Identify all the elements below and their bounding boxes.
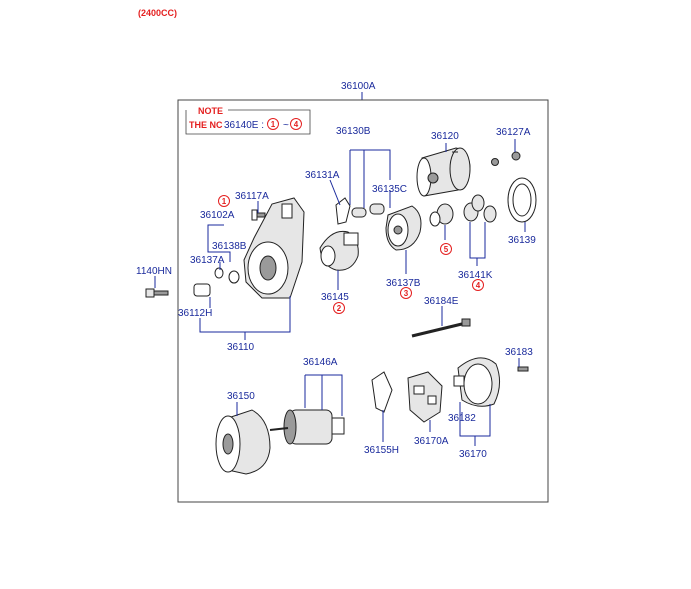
part-label-36120[interactable]: 36120 [431, 131, 459, 142]
part-label-36145[interactable]: 36145 [321, 292, 349, 303]
rear-cover-drawing [453, 357, 500, 407]
part-label-36139[interactable]: 36139 [508, 235, 536, 246]
callout-1: 1 [222, 197, 227, 206]
yoke-drawing [215, 409, 271, 475]
callout-circle-2 [333, 302, 345, 314]
screw-drawing [517, 366, 529, 372]
note-part-number: 36140E : [224, 120, 264, 131]
part-label-36150[interactable]: 36150 [227, 391, 255, 402]
gear-housing-drawing [385, 205, 422, 251]
part-label-36141K[interactable]: 36141K [458, 270, 493, 281]
assembly-part-number[interactable]: 36100A [341, 81, 376, 92]
part-label-36110[interactable]: 36110 [227, 342, 255, 353]
bushings-drawing [193, 267, 240, 297]
through-bolt-drawing [411, 318, 471, 338]
part-label-36146A[interactable]: 36146A [303, 357, 338, 368]
part-label-36182[interactable]: 36182 [448, 413, 476, 424]
part-label-36117A[interactable]: 36117A [235, 191, 269, 202]
callout-5: 5 [444, 245, 449, 254]
solenoid-drawing [416, 147, 471, 197]
pinion-gear-drawing [429, 203, 454, 227]
callout-4: 4 [476, 281, 481, 290]
note-box: NOTE THE NC 36140E : 1 ~ 4 [185, 106, 311, 135]
part-label-36127A[interactable]: 36127A [496, 127, 531, 138]
note-title: NOTE [198, 106, 223, 116]
assembly-frame [177, 99, 549, 503]
part-label-36137B[interactable]: 36137B [386, 278, 421, 289]
note-range-to: 4 [294, 120, 299, 129]
hex-bolt-drawing [145, 288, 169, 298]
part-label-36183[interactable]: 36183 [505, 347, 533, 358]
small-bolt-drawing [251, 209, 266, 221]
part-label-36112H[interactable]: 36112H [178, 308, 212, 319]
armature-drawing [269, 409, 345, 445]
nuts-drawing [491, 151, 521, 166]
callout-circle-5 [440, 243, 452, 255]
part-label-36170[interactable]: 36170 [459, 449, 487, 460]
note-range-separator: ~ [283, 120, 289, 131]
note-range-from: 1 [271, 120, 276, 129]
brush-holder-drawing [371, 371, 443, 423]
ring-gear-drawing [507, 177, 537, 223]
overrunning-clutch-drawing [319, 230, 359, 271]
part-label-36184E[interactable]: 36184E [424, 296, 459, 307]
note-range-from-circle [267, 118, 279, 130]
callout-circle-1 [218, 195, 230, 207]
part-label-36170A[interactable]: 36170A [414, 436, 449, 447]
note-text: THE NC [189, 120, 223, 130]
part-label-1140HN[interactable]: 1140HN [136, 266, 172, 277]
leader-lines [154, 139, 526, 446]
callout-circle-3 [400, 287, 412, 299]
planet-gears-drawing [463, 194, 497, 223]
callout-circle-4 [472, 279, 484, 291]
part-label-36135C[interactable]: 36135C [372, 184, 407, 195]
part-label-36130B[interactable]: 36130B [336, 126, 371, 137]
part-label-36102A[interactable]: 36102A [200, 210, 235, 221]
part-label-36155H[interactable]: 36155H [364, 445, 399, 456]
lever-drawing [335, 197, 385, 225]
part-label-36131A[interactable]: 36131A [305, 170, 340, 181]
note-range-to-circle [290, 118, 302, 130]
callout-2: 2 [337, 304, 342, 313]
part-label-36138B[interactable]: 36138B [212, 241, 247, 252]
part-label-36137A[interactable]: 36137A [190, 255, 225, 266]
callout-3: 3 [404, 289, 409, 298]
drive-housing-drawing [243, 197, 305, 299]
engine-variant-label: (2400CC) [138, 8, 177, 18]
